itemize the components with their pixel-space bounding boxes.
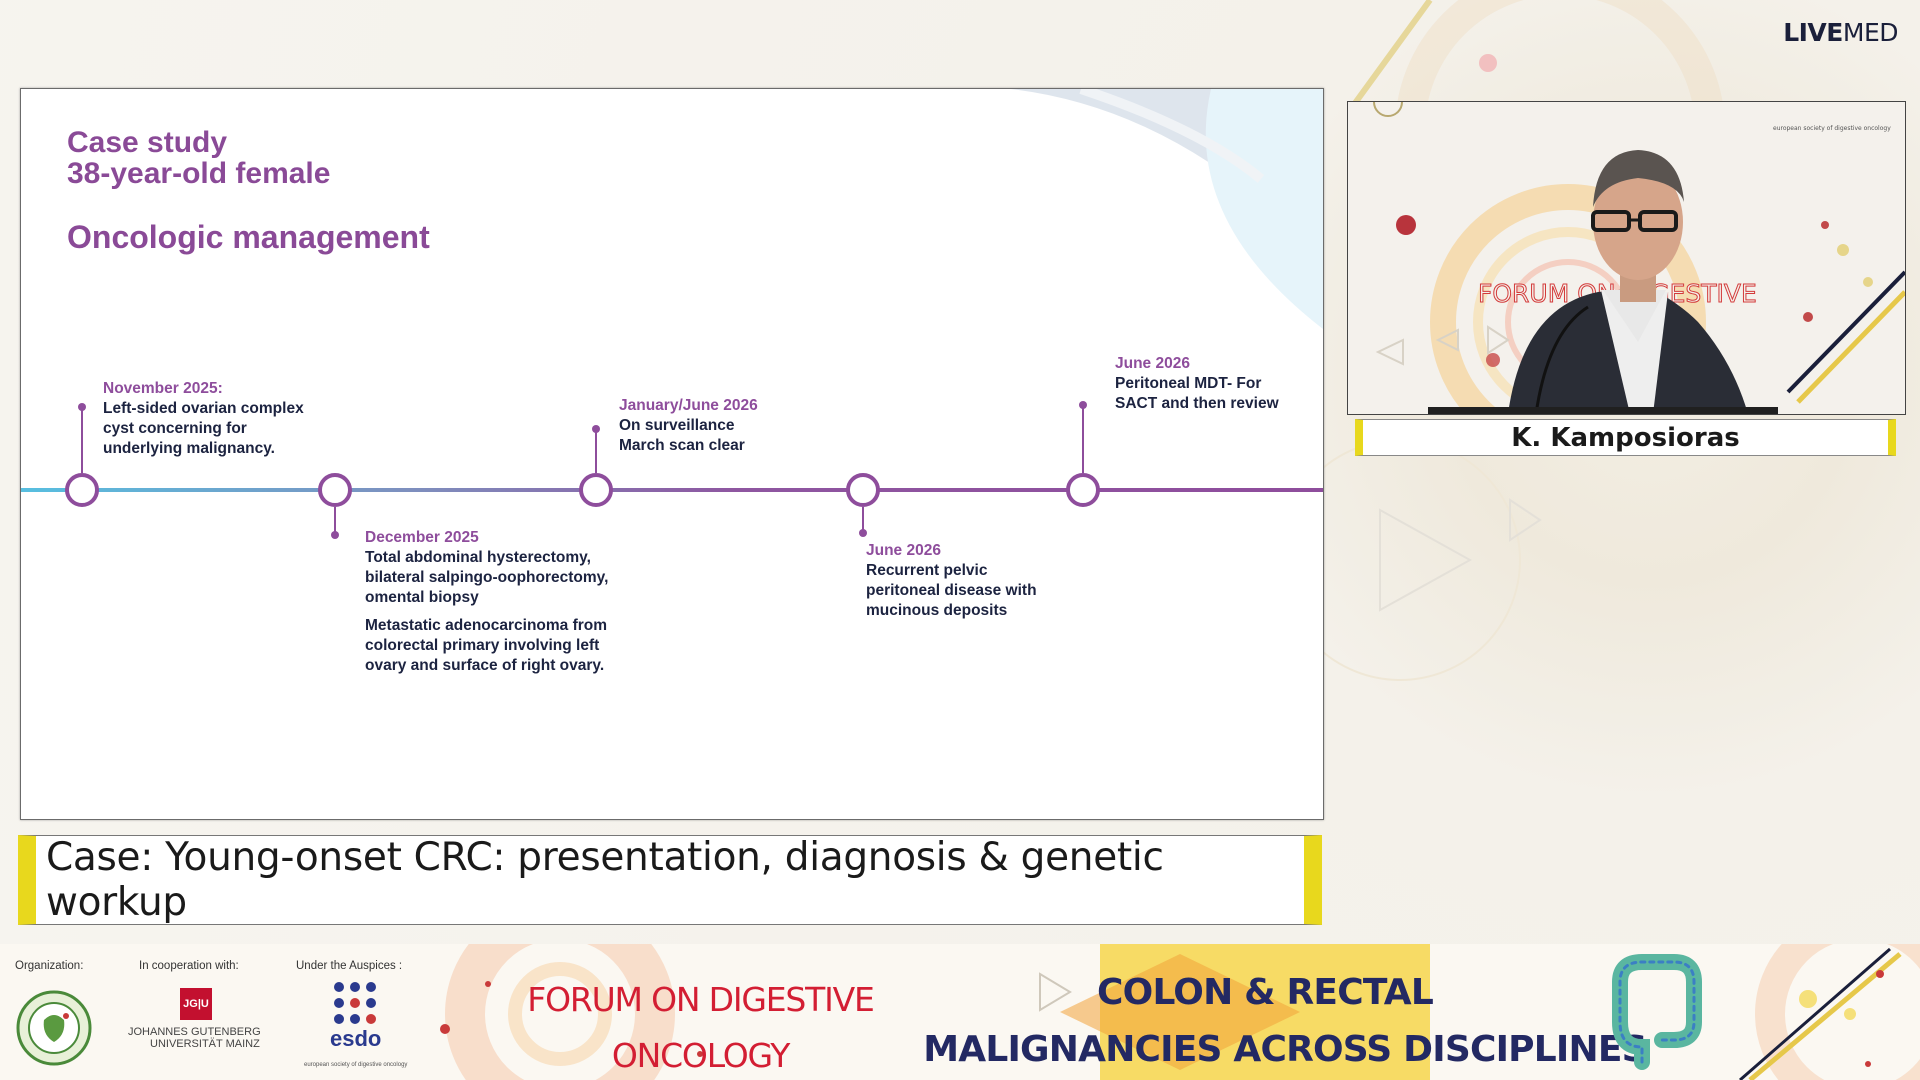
esdo-subtitle: european society of digestive oncology [304, 1062, 408, 1068]
timeline-event-3: January/June 2026 On surveillance March … [619, 397, 758, 454]
timeline-node-1 [65, 473, 99, 507]
forum-title: FORUM ON DIGESTIVE ONCOLOGY [527, 980, 875, 1075]
timeline-connector-dot [592, 425, 600, 433]
jgu-logo: JG|U [180, 988, 212, 1020]
timeline-connector-dot [78, 403, 86, 411]
timeline-connector [862, 507, 864, 533]
timeline-connector [595, 429, 597, 473]
timeline-connector [1082, 405, 1084, 473]
auspices-label: Under the Auspices : [296, 960, 403, 972]
timeline-node-5 [1066, 473, 1100, 507]
speaker-nameplate: K. Kamposioras [1355, 419, 1896, 456]
seal-logo-icon [16, 990, 92, 1066]
speaker-video: FORUM ON DIGESTIVE european society of d… [1347, 101, 1906, 415]
timeline-event-2: December 2025 Total abdominal hysterecto… [365, 529, 609, 674]
timeline-connector [81, 407, 83, 473]
timeline-connector-dot [1079, 401, 1087, 409]
livemed-logo: LIVEMED [1783, 18, 1898, 47]
slide-section-heading: Oncologic management [67, 219, 430, 255]
timeline-connector [334, 507, 336, 535]
timeline-node-4 [846, 473, 880, 507]
timeline-event-5: June 2026 Peritoneal MDT- For SACT and t… [1115, 355, 1279, 412]
colon-illustration-icon [1612, 954, 1702, 1070]
timeline-connector-dot [331, 531, 339, 539]
backdrop-small-text: european society of digestive oncology [1773, 125, 1891, 132]
cooperation-label: In cooperation with: [139, 960, 239, 972]
footer-banner: Organization: In cooperation with: Under… [0, 944, 1920, 1080]
session-caption-text: Case: Young-onset CRC: presentation, dia… [46, 835, 1164, 925]
speaker-video-frame: FORUM ON DIGESTIVE european society of d… [1373, 102, 1905, 414]
timeline-line [21, 488, 1323, 492]
timeline-node-3 [579, 473, 613, 507]
speaker-name: K. Kamposioras [1511, 422, 1740, 453]
timeline-node-2 [318, 473, 352, 507]
jgu-name-line1: JOHANNES GUTENBERG [128, 1026, 261, 1038]
event-title: COLON & RECTAL MALIGNANCIES ACROSS DISCI… [923, 972, 1647, 1070]
jgu-name-line2: UNIVERSITÄT MAINZ [150, 1038, 260, 1050]
esdo-logo-text: esdo [330, 1026, 382, 1051]
timeline-event-1: November 2025: Left-sided ovarian comple… [103, 380, 304, 457]
timeline-connector-dot [859, 529, 867, 537]
timeline-event-4: June 2026 Recurrent pelvic peritoneal di… [866, 542, 1037, 619]
esdo-dots-icon [334, 982, 376, 1024]
session-caption-bar: Case: Young-onset CRC: presentation, dia… [18, 835, 1322, 925]
organization-label: Organization: [15, 960, 84, 972]
